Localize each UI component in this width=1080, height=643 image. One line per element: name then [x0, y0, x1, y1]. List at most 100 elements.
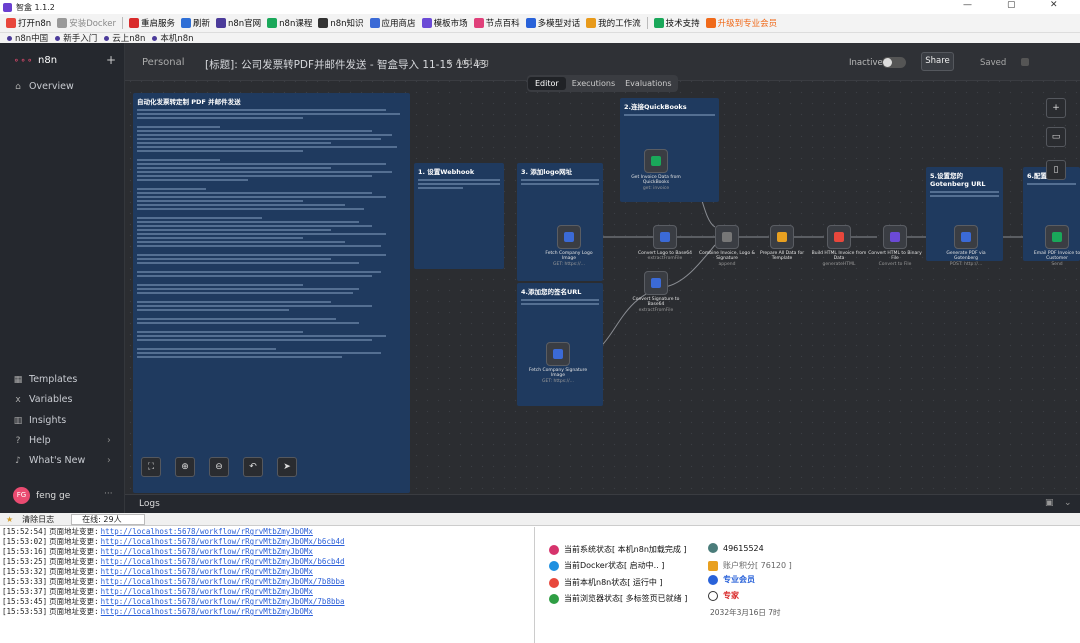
zoom-out-icon[interactable]: ⊖ [209, 457, 229, 477]
log-url-link[interactable]: http://localhost:5678/workflow/rRgrvMtbZ… [100, 557, 345, 566]
toolbar-button[interactable]: 我的工作流 [586, 17, 641, 29]
tab-editor[interactable]: Editor [528, 77, 566, 90]
toolbar-icon [586, 18, 597, 28]
tab-evaluations[interactable]: Evaluations [625, 79, 672, 88]
log-entry: [15:53:32]页面地址变更:http://localhost:5678/w… [2, 567, 313, 576]
logs-panel-bar[interactable]: Logs ▣ ⌄ [125, 494, 1080, 513]
sticky-note-icon[interactable]: ▭ [1046, 127, 1066, 147]
workflow-title[interactable]: [标题]: 公司发票转PDF并邮件发送 - 智盒导入 11-15 15:43 [205, 59, 487, 71]
sidebar-item-help[interactable]: ?Help› [13, 435, 111, 446]
workflow-node[interactable] [557, 225, 581, 249]
workflow-node[interactable] [770, 225, 794, 249]
sidebar-item-whats-new[interactable]: ♪What's New› [13, 455, 111, 466]
sticky-main[interactable]: 自动化发票转定制 PDF 并邮件发送 [133, 93, 410, 493]
toolbar-icon [180, 18, 191, 28]
view-tabs: Editor Executions Evaluations [527, 75, 678, 92]
sticky-title: 自动化发票转定制 PDF 并邮件发送 [137, 98, 241, 106]
toolbar-button[interactable]: 升级到专业会员 [705, 17, 777, 29]
node-icon [834, 232, 844, 242]
log-url-link[interactable]: http://localhost:5678/workflow/rRgrvMtbZ… [100, 597, 345, 606]
bookmark-getting-started[interactable]: 新手入门 [55, 32, 97, 44]
workflow-node[interactable] [954, 225, 978, 249]
maximize-icon[interactable]: ▢ [1007, 0, 1016, 10]
variables-icon: x [15, 394, 21, 405]
toolbar-icon [215, 18, 226, 28]
add-workflow-button[interactable]: + [106, 53, 117, 67]
share-button[interactable]: Share [921, 52, 954, 71]
log-url-link[interactable]: http://localhost:5678/workflow/rRgrvMtbZ… [100, 537, 345, 546]
close-icon[interactable]: ✕ [1050, 0, 1058, 10]
toolbar-button[interactable]: n8n课程 [267, 17, 312, 29]
panel-icon[interactable]: ▯ [1046, 160, 1066, 180]
toolbar-button[interactable]: 多模型对话 [525, 17, 580, 29]
zoom-in-icon[interactable]: ⊕ [175, 457, 195, 477]
workflow-node[interactable] [827, 225, 851, 249]
add-tag-link[interactable]: + Add tag [446, 58, 489, 68]
node-icon [777, 232, 787, 242]
log-url-link[interactable]: http://localhost:5678/workflow/rRgrvMtbZ… [100, 607, 313, 616]
avatar[interactable]: FG [13, 487, 30, 504]
bookmark-icon [104, 35, 110, 41]
log-url-link[interactable]: http://localhost:5678/workflow/rRgrvMtbZ… [100, 547, 313, 556]
minimize-icon[interactable]: — [963, 0, 972, 10]
collapse-icon[interactable]: ⌄ [1064, 498, 1072, 508]
workflow-node[interactable] [883, 225, 907, 249]
toolbar-button[interactable]: 应用商店 [369, 17, 416, 29]
status-panel: 当前系统状态[ 本机n8n加载完成 ] 当前Docker状态[ 启动中.. ] … [540, 527, 1080, 643]
log-url-link[interactable]: http://localhost:5678/workflow/rRgrvMtbZ… [100, 587, 313, 596]
sticky-webhook[interactable]: 1. 设置Webhook [414, 163, 504, 269]
workflow-node[interactable] [644, 149, 668, 173]
project-owner[interactable]: Personal [142, 57, 185, 68]
expand-icon[interactable]: ▣ [1045, 498, 1054, 508]
toolbar-button[interactable]: 节点百科 [473, 17, 520, 29]
sidebar-item-templates[interactable]: ▦Templates [13, 374, 78, 385]
log-entry: [15:53:16]页面地址变更:http://localhost:5678/w… [2, 547, 313, 556]
bookmark-n8n-china[interactable]: n8n中国 [7, 32, 48, 44]
node-icon [564, 232, 574, 242]
log-url-link[interactable]: http://localhost:5678/workflow/rRgrvMtbZ… [100, 567, 313, 576]
toolbar-button[interactable]: 重启服务 [128, 17, 175, 29]
workflow-node[interactable] [546, 342, 570, 366]
log-url-link[interactable]: http://localhost:5678/workflow/rRgrvMtbZ… [100, 527, 313, 536]
add-node-button[interactable]: + [1046, 98, 1066, 118]
toolbar-icon [705, 18, 716, 28]
active-toggle[interactable] [882, 57, 906, 68]
sticky-logo[interactable]: 3. 添加logo网址 [517, 163, 603, 281]
toolbar-separator [121, 17, 123, 29]
system-status-icon [549, 544, 559, 555]
app-icon [3, 2, 12, 12]
toolbar-button[interactable]: n8n知识 [318, 17, 364, 29]
toolbar-button[interactable]: 安装Docker [57, 17, 116, 29]
toolbar-button[interactable]: 模板市场 [421, 17, 468, 29]
workflow-node[interactable] [653, 225, 677, 249]
toolbar-button[interactable]: 打开n8n [6, 17, 51, 29]
sticky-quickbooks[interactable]: 2.连接QuickBooks [620, 98, 719, 202]
toolbar-icon [421, 18, 432, 28]
toolbar-button[interactable]: 刷新 [180, 17, 210, 29]
undo-icon[interactable]: ↶ [243, 457, 263, 477]
toolbar-icon [6, 18, 16, 28]
toolbar-button[interactable]: n8n官网 [215, 17, 261, 29]
bookmark-local-n8n[interactable]: 本机n8n [152, 32, 194, 44]
log-url-link[interactable]: http://localhost:5678/workflow/rRgrvMtbZ… [100, 577, 345, 586]
workflow-node[interactable] [1045, 225, 1069, 249]
more-options-icon[interactable] [1021, 58, 1029, 66]
sidebar-item-overview[interactable]: ⌂Overview [13, 81, 74, 92]
tab-executions[interactable]: Executions [571, 79, 616, 88]
fit-view-icon[interactable]: ⛶ [141, 457, 161, 477]
bookmark-cloud-n8n[interactable]: 云上n8n [104, 32, 145, 44]
user-menu-icon[interactable]: ··· [104, 489, 113, 499]
bookmark-icon [152, 35, 158, 41]
toolbar-button[interactable]: 技术支持 [653, 17, 700, 29]
workflow-node[interactable] [715, 225, 739, 249]
system-status: 当前系统状态[ 本机n8n加载完成 ] [549, 544, 687, 555]
pointer-icon[interactable]: ➤ [277, 457, 297, 477]
docker-status: 当前Docker状态[ 启动中.. ] [549, 560, 664, 571]
clear-log-button[interactable]: 清除日志 [22, 514, 55, 524]
workflow-node[interactable] [644, 271, 668, 295]
sidebar-item-insights[interactable]: ▥Insights [13, 415, 67, 426]
